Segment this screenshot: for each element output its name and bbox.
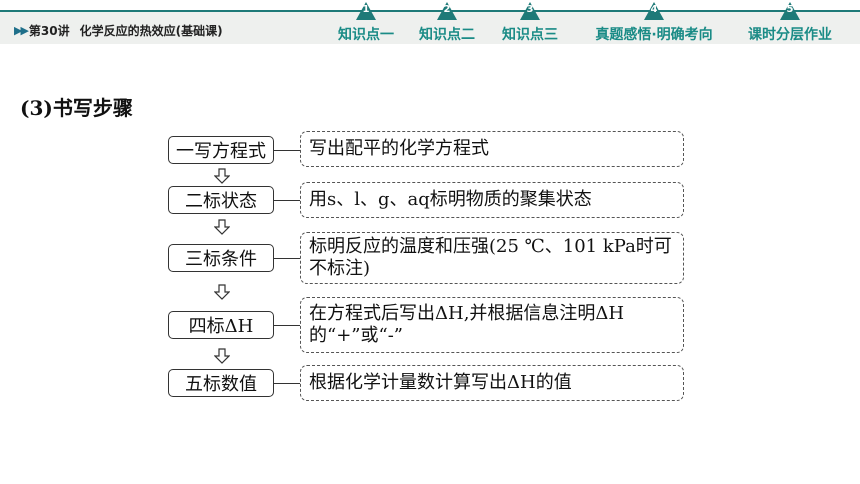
nav-label: 知识点三 [502, 27, 558, 43]
lesson-heading: ▶▶ 第30讲 化学反应的热效应(基础课) [14, 22, 223, 38]
step-description-2: 用s、l、g、aq标明物质的聚集状态 [300, 182, 684, 218]
down-arrow-icon [214, 168, 230, 184]
down-arrow-icon [214, 284, 230, 300]
step-connector [274, 200, 300, 201]
step-description-3: 标明反应的温度和压强(25 ℃、101 kPa时可不标注) [300, 232, 684, 284]
section-nav: 1 知识点一 2 知识点二 3 知识点三 4 真题感悟·明确考向 [0, 0, 860, 44]
header-background [0, 10, 860, 44]
header-bar: ▶▶ 第30讲 化学反应的热效应(基础课) 1 知识点一 2 知识点二 3 知识… [0, 0, 860, 44]
step-box-4: 四标ΔH [168, 311, 274, 339]
step-box-3: 三标条件 [168, 244, 274, 272]
step-description-1: 写出配平的化学方程式 [300, 131, 684, 167]
nav-label: 知识点一 [338, 27, 394, 43]
nav-badge-number: 5 [786, 4, 794, 15]
nav-badge-number: 4 [650, 4, 658, 15]
nav-label: 知识点二 [419, 27, 475, 43]
nav-badge-number: 2 [443, 4, 451, 15]
lesson-title: 化学反应的热效应(基础课) [79, 23, 223, 38]
triangle-badge-icon: 4 [644, 2, 664, 20]
double-arrow-icon: ▶▶ [14, 23, 29, 37]
step-box-1: 一写方程式 [168, 136, 274, 164]
triangle-badge-icon: 1 [356, 2, 376, 20]
nav-badge-number: 3 [526, 4, 534, 15]
triangle-badge-icon: 3 [520, 2, 540, 20]
step-description-5: 根据化学计量数计算写出ΔH的值 [300, 365, 684, 401]
step-connector [274, 150, 300, 151]
down-arrow-icon [214, 219, 230, 235]
step-connector [274, 258, 300, 259]
down-arrow-icon [214, 348, 230, 364]
triangle-badge-icon: 2 [437, 2, 457, 20]
header-divider [0, 10, 860, 12]
step-description-4: 在方程式后写出ΔH,并根据信息注明ΔH的“+”或“-” [300, 297, 684, 353]
step-connector [274, 325, 300, 326]
step-connector [274, 383, 300, 384]
lesson-number: 第30讲 [28, 23, 70, 38]
nav-label: 课时分层作业 [748, 27, 832, 43]
section-title: (3)书写步骤 [20, 96, 133, 120]
nav-badge-number: 1 [362, 4, 370, 15]
nav-label: 真题感悟·明确考向 [595, 27, 713, 43]
triangle-badge-icon: 5 [780, 2, 800, 20]
step-box-5: 五标数值 [168, 369, 274, 397]
step-box-2: 二标状态 [168, 186, 274, 214]
